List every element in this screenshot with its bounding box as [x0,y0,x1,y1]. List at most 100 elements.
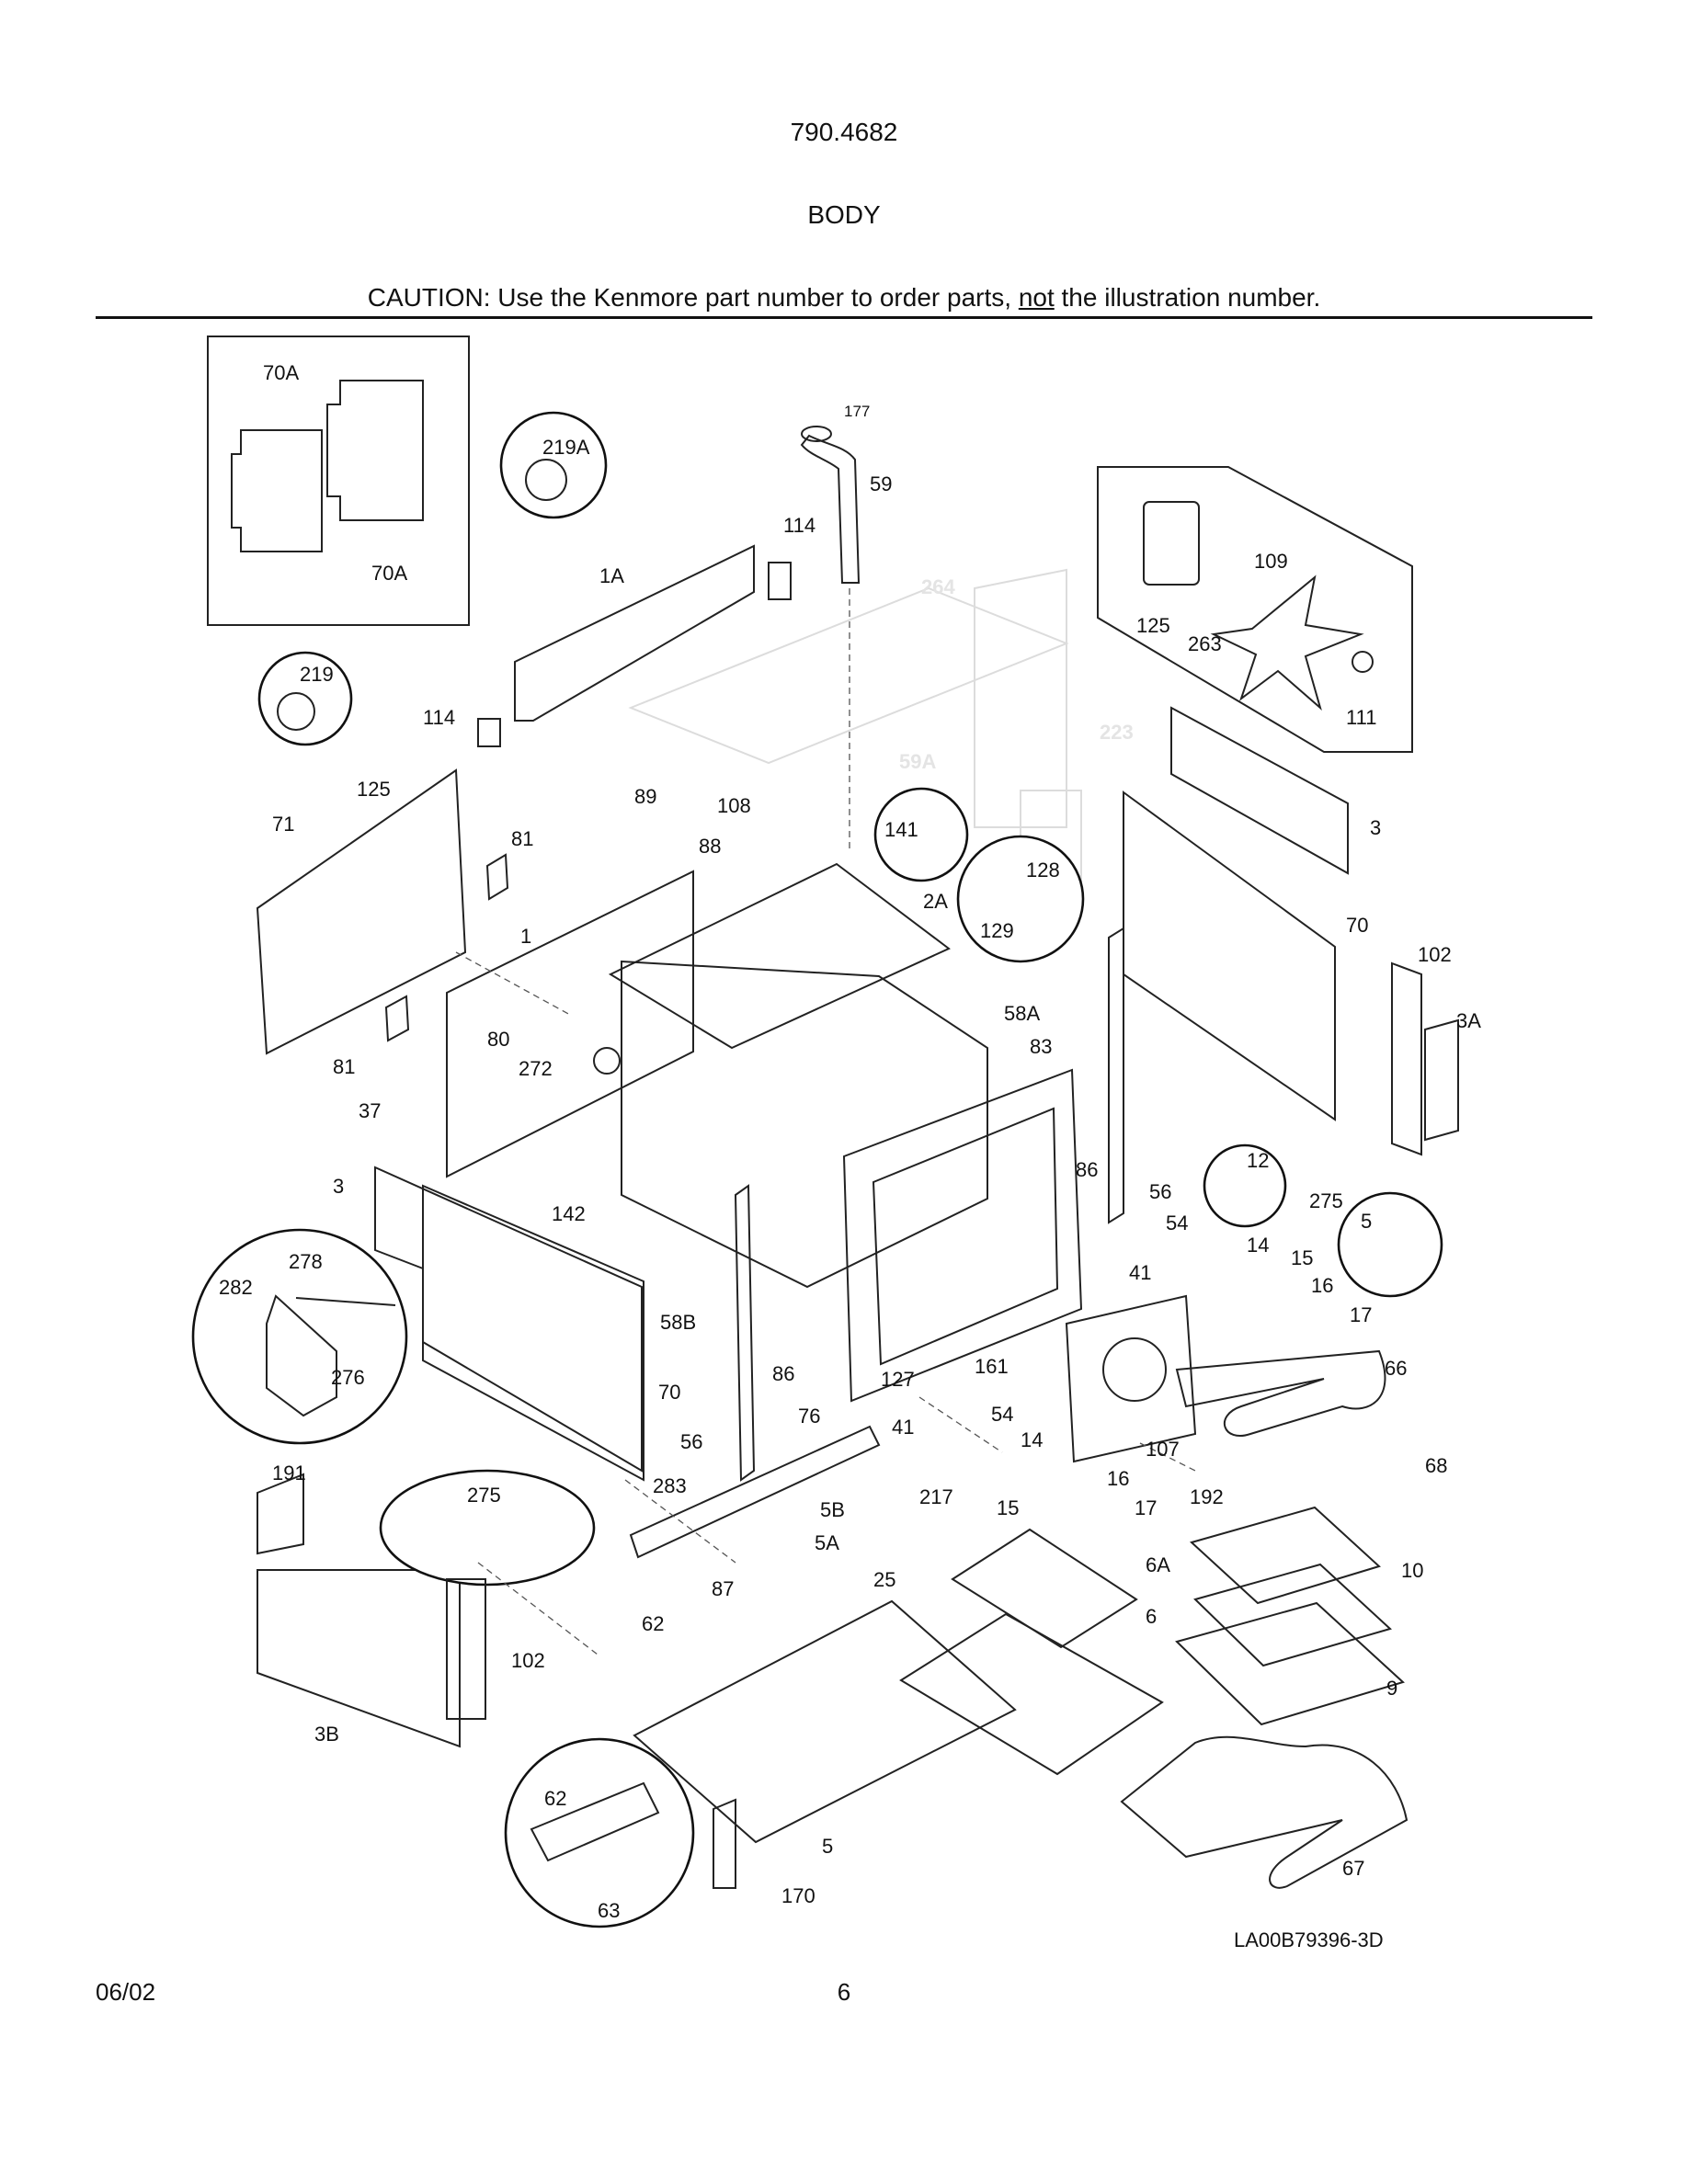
callout-276: 276 [331,1366,365,1389]
leveler-bracket-170 [713,1798,736,1889]
caution-emphasis: not [1018,283,1055,312]
callout-54-top: 54 [1166,1211,1188,1234]
bracket-81-bot [384,995,410,1042]
callout-71: 71 [272,813,294,836]
callout-264: 264 [921,575,955,598]
right-side-panel [1123,791,1336,1121]
detail-circle-141 [873,787,969,882]
callout-81-bot: 81 [333,1055,355,1078]
callout-5B: 5B [820,1498,845,1521]
rear-frame-3B [257,1569,461,1748]
callout-275-left: 275 [467,1484,501,1507]
callout-114-top: 114 [783,514,815,537]
door-hinge-trim-58B [734,1184,756,1482]
rear-bracket-102 [1391,961,1422,1156]
callout-86-right: 86 [1076,1158,1098,1181]
inset-70A-box [207,336,470,626]
detail-circle-219A [499,411,608,519]
callout-6A: 6A [1146,1553,1170,1576]
callout-161: 161 [975,1355,1009,1378]
detail-circle-276 [191,1228,408,1445]
callout-58A: 58A [1004,1002,1040,1025]
callout-1A: 1A [599,564,624,587]
callout-3A: 3A [1456,1009,1481,1032]
left-lower-panel-70 [422,1184,644,1482]
callout-102-left: 102 [511,1649,545,1672]
callout-191: 191 [272,1462,306,1484]
bake-element-66 [1175,1349,1386,1437]
model-number: 790.4682 [790,118,898,146]
callout-68: 68 [1425,1454,1447,1477]
detail-circle-5 [1337,1191,1443,1298]
callout-41-bot: 41 [892,1416,914,1439]
callout-89: 89 [634,785,656,808]
callout-66: 66 [1385,1357,1407,1380]
header-rule [96,316,1592,319]
callout-67: 67 [1342,1857,1364,1880]
callout-102-right: 102 [1418,943,1452,966]
caution-prefix: CAUTION: Use the Kenmore part number to … [367,283,1019,312]
callout-59: 59 [870,472,892,495]
left-side-panel [256,768,467,1055]
callout-14-bot: 14 [1021,1428,1043,1451]
broiler-insert-10 [1193,1563,1392,1667]
callout-12: 12 [1247,1149,1269,1172]
callout-275-right: 275 [1309,1189,1343,1212]
callout-62-detail: 62 [544,1787,566,1810]
callout-282: 282 [219,1276,253,1299]
callout-278: 278 [289,1250,323,1273]
callout-109: 109 [1254,550,1288,573]
top-duct-group [477,426,861,747]
callout-41-right: 41 [1129,1261,1151,1284]
callout-87: 87 [712,1577,734,1600]
callout-219A: 219A [542,436,590,459]
callout-37: 37 [359,1099,381,1122]
detail-circle-12 [1203,1143,1287,1228]
callout-5-detail: 5 [1361,1210,1372,1233]
callout-127: 127 [881,1368,915,1391]
convection-cover-107 [1065,1294,1197,1463]
drawing-code: LA00B79396-3D [1234,1928,1384,1951]
callout-70-left: 70 [658,1381,680,1404]
section-title: BODY [807,200,881,229]
detail-circle-219 [257,651,353,746]
callout-16-top: 16 [1311,1274,1333,1297]
callouts: 70A 70A 219A 219 177 59 114 1A 264 223 5… [219,361,1481,1922]
left-front-panel-3 [374,1166,643,1473]
callout-192: 192 [1190,1485,1224,1508]
support-102-left [446,1578,486,1720]
callout-80: 80 [487,1028,509,1051]
callout-10: 10 [1401,1559,1423,1582]
oven-bottom-25 [633,1599,1017,1844]
oven-cavity [621,960,988,1289]
callout-70A-top: 70A [263,361,299,384]
callout-3-left: 3 [333,1175,344,1198]
callout-5A: 5A [815,1531,839,1554]
callout-2A: 2A [923,890,948,913]
side-trim-56-right [1108,927,1124,1224]
callout-3B: 3B [314,1723,339,1746]
rack-6 [899,1612,1164,1776]
footer-date: 06/02 [96,1978,156,2006]
callout-88: 88 [699,835,721,858]
callout-263: 263 [1188,632,1222,655]
kick-panel-283 [629,1425,881,1559]
callout-217: 217 [919,1485,953,1508]
rear-bracket-3A [1424,1018,1459,1142]
callout-1: 1 [520,925,531,948]
callout-223: 223 [1100,721,1134,744]
callout-108: 108 [717,794,751,817]
callout-54-bot: 54 [991,1403,1013,1426]
callout-142: 142 [552,1202,586,1225]
callout-17-top: 17 [1350,1303,1372,1326]
broil-element-67 [1120,1735,1409,1889]
inset-fan-motor-box [1097,466,1413,753]
callout-125-motor: 125 [1136,614,1170,637]
detail-oval-275 [379,1469,596,1587]
callout-86-left: 86 [772,1362,794,1385]
callout-111: 111 [1346,706,1376,729]
inner-frame [872,1107,1059,1366]
callout-3-right: 3 [1370,816,1381,839]
callout-128: 128 [1026,859,1060,882]
